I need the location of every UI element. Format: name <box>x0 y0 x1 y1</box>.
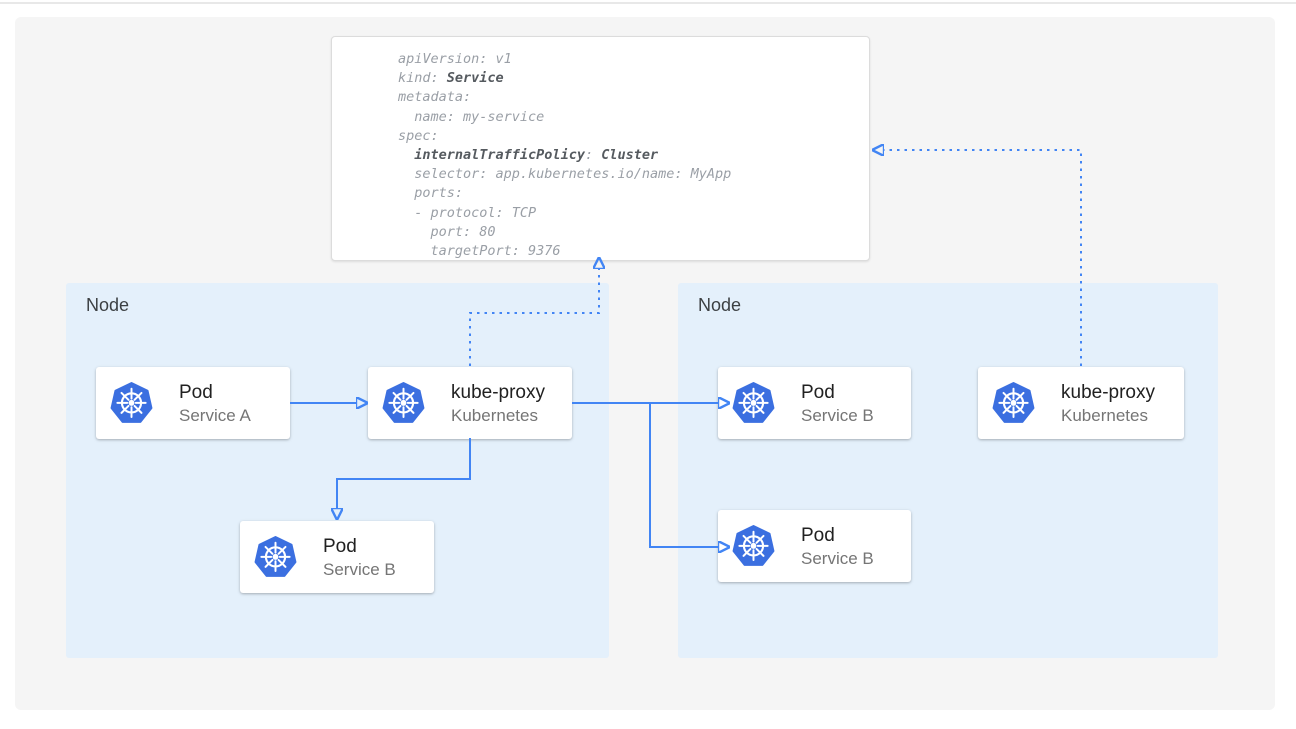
code-line: apiVersion: v1 <box>398 51 512 67</box>
card-pod-service-b-left: Pod Service B <box>240 521 434 593</box>
card-pod-service-b-right-top: Pod Service B <box>718 367 911 439</box>
card-title: Pod <box>179 381 213 403</box>
card-text: Pod Service B <box>323 534 396 581</box>
kubernetes-icon <box>254 535 297 577</box>
card-text: kube-proxy Kubernetes <box>1061 380 1155 427</box>
card-kube-proxy-left: kube-proxy Kubernetes <box>368 367 572 439</box>
kubernetes-icon <box>110 381 153 423</box>
code-line: spec: <box>398 127 439 144</box>
card-kube-proxy-right: kube-proxy Kubernetes <box>978 367 1184 439</box>
code-line: - protocol: TCP <box>398 204 537 221</box>
node-left: Node <box>66 283 609 658</box>
card-title: Pod <box>801 381 835 403</box>
card-text: Pod Service B <box>801 523 874 570</box>
kubernetes-icon <box>732 524 775 566</box>
card-text: Pod Service B <box>801 380 874 427</box>
node-right-label: Node <box>698 295 742 315</box>
card-subtitle: Service B <box>801 548 874 568</box>
card-subtitle: Kubernetes <box>451 405 538 425</box>
card-text: kube-proxy Kubernetes <box>451 380 545 427</box>
service-yaml-box: apiVersion: v1 kind: Service metadata: nam… <box>331 36 870 261</box>
card-pod-service-a: Pod Service A <box>96 367 290 439</box>
card-title: Pod <box>801 524 835 546</box>
kubernetes-icon <box>732 381 775 423</box>
card-pod-service-b-right-bottom: Pod Service B <box>718 510 911 582</box>
yaml-code: apiVersion: v1 kind: Service metadata: nam… <box>332 37 869 261</box>
card-title: kube-proxy <box>1061 381 1155 403</box>
card-subtitle: Kubernetes <box>1061 405 1148 425</box>
card-subtitle: Service B <box>801 405 874 425</box>
node-left-label: Node <box>86 295 130 315</box>
node-right: Node <box>678 283 1218 658</box>
code-line: port: 80 <box>398 223 496 240</box>
kubernetes-icon <box>992 381 1035 423</box>
card-text: Pod Service A <box>179 380 251 427</box>
card-subtitle: Service B <box>323 559 396 579</box>
kubernetes-icon <box>382 381 425 423</box>
code-line: selector: app.kubernetes.io/name: MyApp <box>398 166 732 183</box>
card-title: Pod <box>323 535 357 557</box>
code-line: internalTrafficPolicy: Cluster <box>414 147 659 164</box>
code-line: name: my-service <box>398 108 545 125</box>
code-line: ports: <box>398 185 464 202</box>
code-line: targetPort: 9376 <box>398 243 561 260</box>
card-title: kube-proxy <box>451 381 545 403</box>
code-line: metadata: <box>398 89 472 106</box>
card-subtitle: Service A <box>179 405 251 425</box>
code-line: kind: Service <box>398 70 504 87</box>
top-divider-line <box>0 2 1296 4</box>
